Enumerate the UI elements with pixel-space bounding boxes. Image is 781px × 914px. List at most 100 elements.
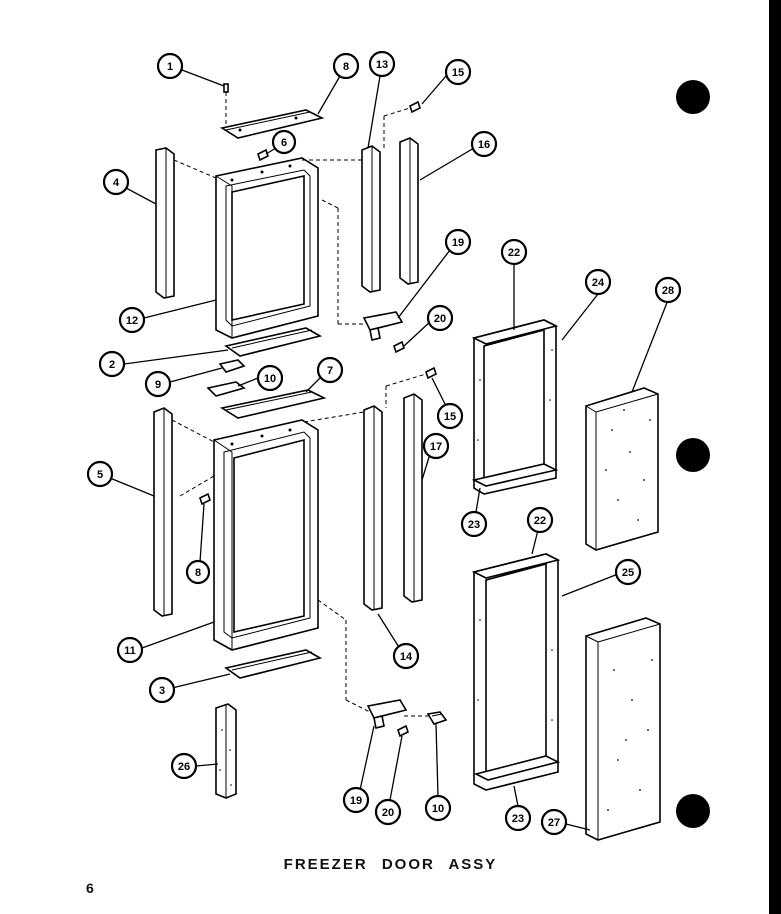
page-edge-bar [769,0,781,914]
part-25-lower-foam-frame [471,553,561,791]
part-27-lower-foam-panel [585,617,661,841]
callout-16: 16 [470,130,498,158]
callout-15-top: 15 [444,58,472,86]
callout-19-bottom: 19 [342,786,370,814]
callout-4: 4 [102,168,130,196]
part-16-upper-breaker-strip [399,137,419,285]
callout-20-top: 20 [426,304,454,332]
part-1-screw [223,83,229,93]
callout-28-label: 28 [662,285,674,297]
part-19-hinge-upper [362,311,404,341]
callout-8-mid-label: 8 [195,567,201,579]
callout-16-label: 16 [478,139,490,151]
callout-1: 1 [156,52,184,80]
binder-hole-bottom [676,794,710,828]
part-2-upper-bottom-channel [224,327,323,357]
part-13-upper-gasket-strip [361,145,381,293]
callout-12-label: 12 [126,315,138,327]
callout-23-top: 23 [460,510,488,538]
callout-13: 13 [368,50,396,78]
part-8-upper-end-cap [219,109,325,139]
callout-2-label: 2 [109,359,115,371]
callout-2: 2 [98,350,126,378]
part-24-upper-foam-frame [471,319,559,495]
callout-25-label: 25 [622,567,634,579]
part-7-lower-end-cap [219,389,327,419]
callout-7-label: 7 [327,365,333,377]
callout-10-bottom-label: 10 [432,803,444,815]
callout-26: 26 [170,752,198,780]
part-19-hinge-lower [366,699,408,729]
part-3-lower-bottom-channel [224,649,323,679]
binder-hole-middle [676,438,710,472]
part-26-foam-post [215,703,237,799]
callout-27: 27 [540,808,568,836]
callout-10-top: 10 [256,364,284,392]
callout-9-label: 9 [155,379,161,391]
callout-22-top: 22 [500,238,528,266]
part-10-bracket-upper [206,381,246,397]
callout-5-label: 5 [97,469,103,481]
callout-6: 6 [271,129,297,155]
callout-23-bottom-label: 23 [512,813,524,825]
callout-22-top-label: 22 [508,247,520,259]
callout-5: 5 [86,460,114,488]
part-20-screw-lower [397,724,409,738]
callout-7: 7 [316,356,344,384]
callout-8-mid: 8 [185,559,211,585]
callout-17: 17 [422,432,450,460]
page-number: 6 [86,880,94,896]
callout-6-label: 6 [281,137,287,149]
callout-12: 12 [118,306,146,334]
leader-lines [109,69,669,831]
callout-20-bottom-label: 20 [382,807,394,819]
callout-25: 25 [614,558,642,586]
part-12-upper-door-frame [215,157,319,339]
callout-14-label: 14 [400,651,413,663]
callout-14: 14 [392,642,420,670]
callout-4-label: 4 [113,177,120,189]
callout-3-label: 3 [159,685,165,697]
part-14-lower-gasket-strip [363,405,383,611]
part-5-lower-side-strip [153,407,173,617]
callout-15-top-label: 15 [452,67,464,79]
diagram-caption: FREEZER DOOR ASSY [283,856,498,873]
callout-22-bottom-label: 22 [534,515,546,527]
part-4-upper-side-strip [155,147,175,299]
callout-23-top-label: 23 [468,519,480,531]
callout-13-label: 13 [376,59,388,71]
callout-28: 28 [654,276,682,304]
part-10-bracket-lower [426,711,448,725]
callout-15-mid-label: 15 [444,411,456,423]
callout-11-label: 11 [124,645,136,657]
part-9-spacer [218,359,246,373]
part-8-screw-lower [199,492,211,506]
callout-23-bottom: 23 [504,804,532,832]
callout-20-bottom: 20 [374,798,402,826]
binder-hole-top [676,80,710,114]
part-6-screw [257,148,269,162]
part-11-lower-door-frame [213,419,319,651]
callout-27-label: 27 [548,817,560,829]
callout-9: 9 [144,370,172,398]
callout-19-top-label: 19 [452,237,464,249]
callout-10-bottom: 10 [424,794,452,822]
callout-19-top: 19 [444,228,472,256]
callout-24: 24 [584,268,612,296]
part-20-screw-upper [393,340,405,354]
part-15-screw-lower [425,366,437,380]
part-15-screw-upper [409,100,421,114]
callout-20-top-label: 20 [434,313,446,325]
callout-10-top-label: 10 [264,373,276,385]
callout-26-label: 26 [178,761,190,773]
callout-8-top: 8 [332,52,360,80]
callout-22-bottom: 22 [526,506,554,534]
callout-24-label: 24 [592,277,605,289]
callout-8-top-label: 8 [343,61,349,73]
callout-1-label: 1 [167,61,173,73]
callout-17-label: 17 [430,441,442,453]
part-17-lower-breaker-strip [403,393,423,603]
callout-19-bottom-label: 19 [350,795,362,807]
